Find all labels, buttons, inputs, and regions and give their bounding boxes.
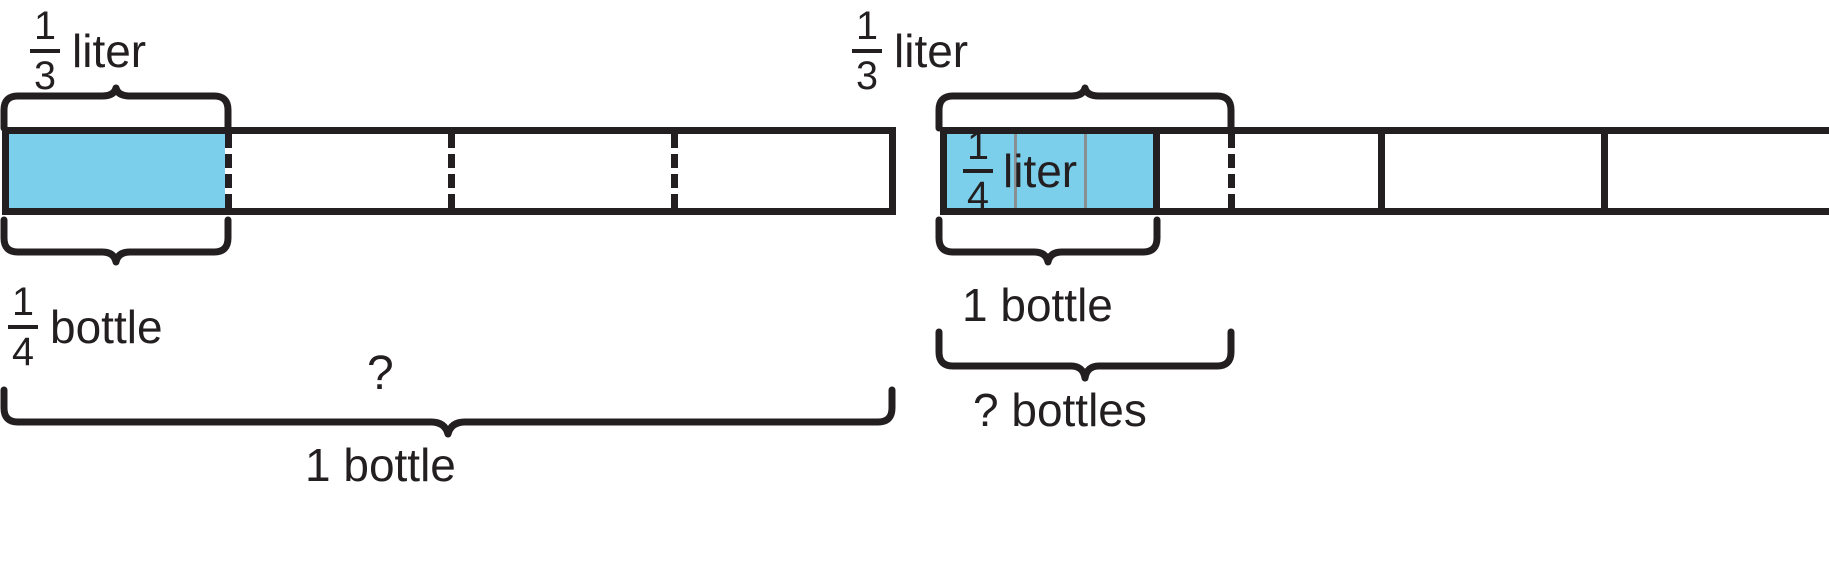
left-whole-label: 1 bottle: [305, 439, 456, 491]
right-tape-divider-bottle-end: [1153, 134, 1160, 208]
fraction-one-third: 1 3: [852, 6, 882, 97]
right-question-brace: [935, 328, 1235, 382]
left-bottom-label-unit: bottle: [50, 301, 163, 354]
left-question-mark: ?: [367, 347, 394, 400]
right-bottom-label: 1 bottle: [962, 279, 1113, 331]
left-bottom-brace: [0, 216, 232, 266]
fraction-one-fourth: 1 4: [963, 125, 993, 216]
left-whole-brace: [0, 386, 900, 438]
left-top-label: 1 3 liter: [30, 6, 146, 97]
right-top-label-unit: liter: [894, 25, 969, 78]
right-inside-label: 1 4 liter: [963, 125, 1078, 216]
left-tape-divider-1: [225, 134, 232, 208]
fraction-rule: [963, 169, 993, 173]
left-bottom-label: 1 4 bottle: [8, 282, 163, 373]
left-tape-divider-2: [448, 134, 455, 208]
fraction-one-third: 1 3: [30, 6, 60, 97]
right-bottom-brace: [935, 216, 1161, 266]
right-tape-divider-solid-2: [1601, 134, 1608, 208]
right-top-label: 1 3 liter: [852, 6, 968, 97]
left-top-label-unit: liter: [72, 25, 147, 78]
right-question-label: ? bottles: [973, 384, 1147, 436]
fraction-rule: [852, 49, 882, 54]
left-tape-divider-3: [671, 134, 678, 208]
right-tape-bar: [940, 127, 1829, 215]
fraction-one-fourth: 1 4: [8, 282, 38, 373]
right-tape-subdivider-1: [1014, 134, 1017, 208]
left-tape-cell-1-shaded: [9, 134, 225, 208]
fraction-rule: [30, 49, 60, 54]
right-top-brace: [935, 84, 1235, 132]
right-tape-divider-solid-1: [1378, 134, 1385, 208]
right-tape-divider-dashed: [1228, 134, 1235, 208]
fraction-rule: [8, 325, 38, 330]
left-tape-bar: [2, 127, 896, 215]
left-top-brace: [0, 84, 232, 132]
right-inside-label-unit: liter: [1003, 145, 1078, 197]
right-tape-subdivider-2: [1084, 134, 1087, 208]
